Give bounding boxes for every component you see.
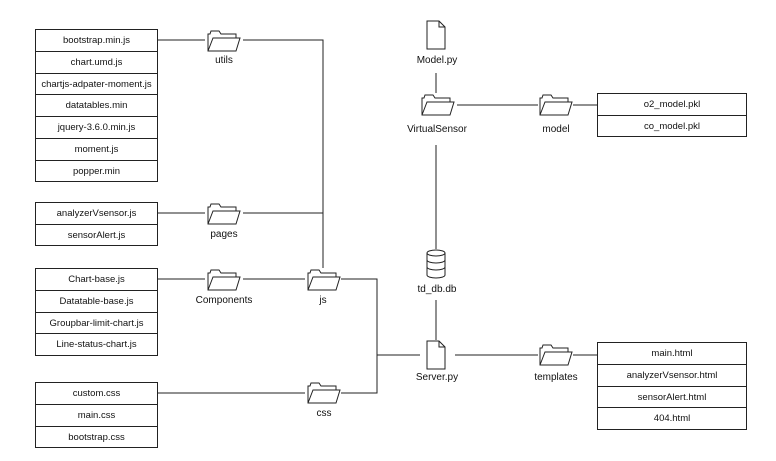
folder-label-utils: utils bbox=[215, 55, 233, 66]
list-item[interactable]: moment.js bbox=[36, 139, 157, 161]
folder-label-css: css bbox=[316, 408, 332, 419]
list-item[interactable]: datatables.min bbox=[36, 95, 157, 117]
folder-icon[interactable] bbox=[206, 268, 242, 292]
css-file-list: custom.css main.css bootstrap.css bbox=[35, 382, 158, 448]
list-item[interactable]: analyzerVsensor.html bbox=[598, 365, 746, 387]
list-item[interactable]: popper.min bbox=[72, 165, 120, 177]
line-js-server bbox=[341, 278, 420, 356]
file-icon[interactable] bbox=[426, 340, 446, 370]
list-item[interactable]: bootstrap.min.js bbox=[36, 30, 157, 52]
folder-label-templates: templates bbox=[534, 372, 578, 383]
folder-label-js: js bbox=[319, 295, 327, 306]
templates-file-list: main.html analyzerVsensor.html sensorAle… bbox=[597, 342, 747, 430]
folder-label-components: Components bbox=[195, 295, 253, 306]
list-item[interactable]: main.html bbox=[598, 343, 746, 365]
folder-icon[interactable] bbox=[206, 202, 242, 226]
list-item[interactable]: bootstrap.css bbox=[68, 431, 125, 443]
file-icon[interactable] bbox=[426, 20, 446, 50]
folder-icon[interactable] bbox=[538, 343, 574, 367]
list-item[interactable]: sensorAlert.js bbox=[67, 229, 126, 241]
folder-icon[interactable] bbox=[306, 268, 342, 292]
file-label-model-py: Model.py bbox=[416, 55, 458, 66]
folder-label-model: model bbox=[542, 124, 570, 135]
folder-label-pages: pages bbox=[210, 229, 238, 240]
utils-file-list: bootstrap.min.js chart.umd.js chartjs-ad… bbox=[35, 29, 158, 182]
list-item[interactable]: jquery-3.6.0.min.js bbox=[36, 117, 157, 139]
list-item[interactable]: 404.html bbox=[653, 413, 691, 425]
model-file-list: o2_model.pkl co_model.pkl bbox=[597, 93, 747, 137]
list-item[interactable]: analyzerVsensor.js bbox=[36, 203, 157, 225]
list-item[interactable]: chartjs-adpater-moment.js bbox=[36, 74, 157, 96]
list-item[interactable]: sensorAlert.html bbox=[598, 387, 746, 409]
file-label-db: td_db.db bbox=[417, 284, 457, 295]
list-item[interactable]: o2_model.pkl bbox=[598, 94, 746, 116]
list-item[interactable]: co_model.pkl bbox=[644, 120, 700, 132]
folder-icon[interactable] bbox=[306, 381, 342, 405]
database-icon[interactable] bbox=[426, 249, 446, 279]
folder-label-virtualsensor: VirtualSensor bbox=[407, 124, 467, 135]
line-css-server bbox=[341, 355, 378, 394]
folder-icon[interactable] bbox=[538, 93, 574, 117]
line-utils-js bbox=[243, 39, 324, 268]
list-item[interactable]: main.css bbox=[36, 405, 157, 427]
pages-file-list: analyzerVsensor.js sensorAlert.js bbox=[35, 202, 158, 246]
list-item[interactable]: Chart-base.js bbox=[36, 269, 157, 291]
folder-icon[interactable] bbox=[206, 29, 242, 53]
list-item[interactable]: Datatable-base.js bbox=[36, 291, 157, 313]
list-item[interactable]: Groupbar-limit-chart.js bbox=[36, 313, 157, 335]
list-item[interactable]: Line-status-chart.js bbox=[56, 339, 137, 351]
file-label-server-py: Server.py bbox=[415, 372, 459, 383]
list-item[interactable]: custom.css bbox=[36, 383, 157, 405]
components-file-list: Chart-base.js Datatable-base.js Groupbar… bbox=[35, 268, 158, 356]
list-item[interactable]: chart.umd.js bbox=[36, 52, 157, 74]
folder-icon[interactable] bbox=[420, 93, 456, 117]
